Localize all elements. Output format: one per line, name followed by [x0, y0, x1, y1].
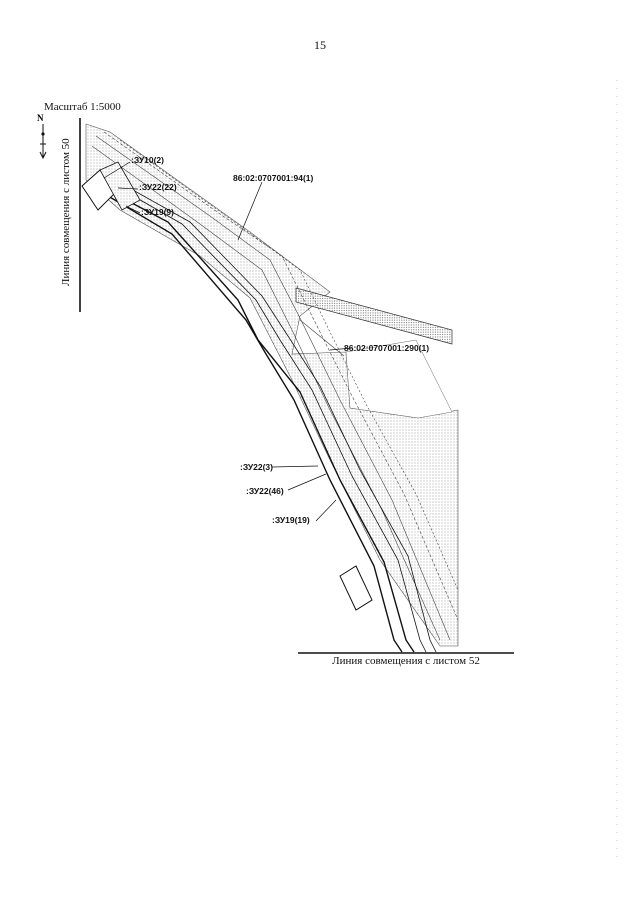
- main-road: [91, 175, 437, 653]
- north-arrow-letter: N: [37, 113, 44, 123]
- scale-label: Масштаб 1:5000: [44, 101, 121, 113]
- label-zu19-19: :ЗУ19(19): [272, 515, 310, 525]
- page-number: 15: [314, 38, 326, 52]
- road-notch: [339, 565, 373, 611]
- label-zu22-46: :ЗУ22(46): [246, 486, 284, 496]
- corridor-gap: [345, 339, 453, 419]
- match-line-bottom-label: Линия совмещения с листом 52: [332, 655, 480, 667]
- label-zu10-2: :ЗУ10(2): [131, 155, 164, 165]
- road-strip: [295, 287, 453, 345]
- label-cad-290-1: 86:02:0707001:290(1): [344, 343, 429, 353]
- label-zu22-3: :ЗУ22(3): [240, 462, 273, 472]
- leader-lines: [103, 161, 353, 522]
- label-cad-94-1: 86:02:0707001:94(1): [233, 173, 314, 183]
- scan-edge-marks: [616, 80, 618, 860]
- label-zu19-9: :ЗУ19(9): [141, 207, 174, 217]
- label-zu22-22: :ЗУ22(22): [139, 182, 177, 192]
- north-arrow-icon: N: [37, 113, 47, 160]
